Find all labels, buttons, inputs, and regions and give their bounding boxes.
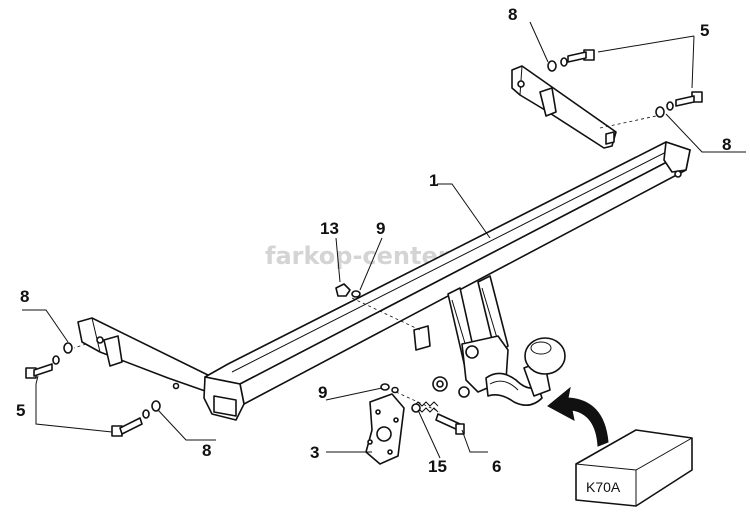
kit-box-label: K70A (586, 479, 621, 495)
spring (411, 401, 439, 413)
curved-arrow-icon (547, 386, 609, 447)
lower-left-bolt-set (111, 400, 161, 437)
washer (380, 383, 390, 391)
assembly-line (351, 297, 421, 331)
callout-8-right: 8 (722, 135, 731, 154)
callout-9-mid: 9 (376, 219, 385, 238)
assembly-line (599, 115, 657, 129)
callout-5-top: 5 (700, 21, 709, 40)
callout-9-low: 9 (318, 383, 327, 402)
washer (391, 386, 399, 394)
kit-box: K70A (575, 429, 693, 507)
beam-tab (413, 325, 431, 351)
left-bolt-set (25, 342, 73, 379)
callout-3: 3 (310, 443, 319, 462)
assembly-line (395, 391, 441, 413)
tow-hook-assembly (432, 275, 566, 406)
top-bolt-set (547, 49, 595, 72)
callout-8-top: 8 (508, 5, 517, 24)
callout-6: 6 (492, 457, 501, 476)
leader-lines (22, 21, 746, 459)
bolt (435, 413, 465, 435)
right-side-bracket (511, 65, 617, 149)
nut-washer-mid (335, 283, 361, 298)
callout-5-left: 5 (16, 401, 25, 420)
callout-8-left: 8 (20, 287, 29, 306)
callout-8-bottom: 8 (202, 441, 211, 460)
main-crossbar-beam (203, 141, 691, 421)
callout-13: 13 (320, 219, 339, 238)
right-bolt-set (655, 91, 703, 118)
callout-15: 15 (428, 457, 447, 476)
assembly-line (73, 343, 87, 349)
left-side-bracket (77, 317, 215, 393)
socket-mounting-plate (365, 393, 405, 465)
callout-1: 1 (429, 171, 438, 190)
